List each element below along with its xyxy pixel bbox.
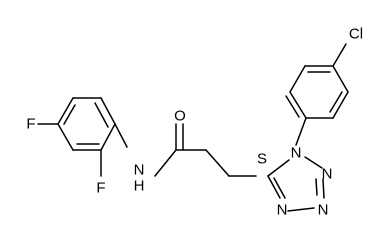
bond — [100, 97, 116, 125]
difluorophenyl-ring — [57, 97, 116, 151]
amide-nitrogen-label: N — [134, 162, 145, 179]
bond — [63, 104, 76, 125]
bond — [154, 149, 177, 177]
bond — [273, 177, 286, 199]
bond — [205, 149, 230, 177]
bond — [114, 123, 128, 148]
tetrazole-nitrogen-label: N — [277, 202, 288, 219]
bond — [295, 117, 307, 146]
bond — [100, 123, 116, 151]
carbonyl-oxygen-label: O — [174, 108, 186, 125]
bond — [329, 91, 343, 113]
bond — [267, 159, 290, 177]
chlorophenyl-ring — [285, 65, 349, 146]
bond — [304, 156, 323, 169]
amide-hydrogen-label: H — [134, 178, 145, 195]
bond — [267, 175, 281, 199]
bond — [94, 102, 109, 128]
bond — [332, 65, 349, 93]
fluorine-atom-label: F — [26, 116, 35, 133]
sulfur-atom-label: S — [257, 151, 267, 168]
fluorine-atom-label: F — [96, 180, 105, 197]
tetrazole-nitrogen-label: N — [291, 145, 302, 162]
bond — [332, 91, 349, 119]
tetrazole-ring — [267, 156, 325, 212]
bond — [287, 207, 315, 212]
tetrazole-nitrogen-label: N — [318, 202, 329, 219]
bond — [315, 178, 318, 196]
bond — [322, 178, 325, 199]
bond — [289, 91, 307, 119]
bond — [289, 65, 306, 93]
bond — [332, 43, 347, 67]
chlorine-atom-label: Cl — [349, 26, 363, 43]
bond — [57, 97, 74, 125]
tetrazole-nitrogen-label: N — [322, 166, 333, 183]
bond — [285, 95, 300, 118]
bond — [57, 123, 74, 151]
